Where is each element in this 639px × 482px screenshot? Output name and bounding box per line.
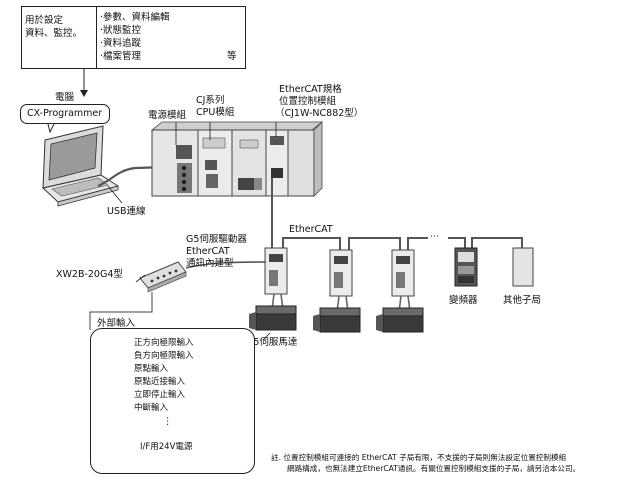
footnote-line-1: 註. 位置控制模組可連接的 EtherCAT 子局有限，不支援的子局則無法設定位…: [271, 453, 567, 462]
motion-unit-label: 位置控制模組: [279, 96, 337, 107]
external-input-box: [90, 328, 255, 474]
servo-drive-2: [329, 249, 353, 297]
purpose-line-1: 用於設定: [25, 15, 64, 26]
servo-drive-label-1: G5伺服驅動器: [186, 234, 247, 245]
purpose-item: ‧檔案管理: [100, 51, 142, 62]
purpose-line-2: 資料、監控。: [25, 28, 83, 39]
external-input-title: 外部輸入: [95, 318, 138, 330]
servo-motor-2: [313, 307, 361, 333]
other-slave-label: 其他子局: [503, 295, 542, 306]
terminal-block-label: XW2B-20G4型: [56, 269, 123, 280]
inverter-icon: [454, 247, 478, 287]
input-item: 立即停止輸入: [134, 390, 186, 400]
input-item: 原點輸入: [134, 364, 169, 374]
software-callout: CX-Programmer: [20, 104, 110, 124]
servo-drive-1: [264, 247, 288, 295]
servo-drive-label-2: EtherCAT: [186, 246, 230, 257]
input-item: 負方向極限輸入: [134, 351, 194, 361]
purpose-item: ‧資料追蹤: [100, 38, 142, 49]
cpu-unit-label: CPU模組: [196, 107, 235, 118]
network-ellipsis: ⋯: [430, 231, 441, 242]
servo-drive-label-3: 通訊內建型: [186, 258, 234, 269]
footnote-line-2: 網路構成，也無法建立EtherCAT通訊。有關位置控制模組支援的子局，請另洽本公…: [287, 464, 581, 473]
inverter-label: 變頻器: [449, 295, 478, 306]
input-item: 正方向極限輸入: [134, 338, 194, 348]
terminal-to-servo-cable: [185, 261, 267, 269]
cpu-series-label: CJ系列: [196, 95, 225, 106]
input-item: 中斷輸入: [134, 403, 169, 413]
usb-label: USB連線: [107, 206, 146, 217]
purpose-items-suffix: 等: [227, 51, 237, 62]
purpose-arrow: [80, 69, 88, 97]
servo-drive-3: [391, 249, 415, 297]
power-supply-label: I/F用24V電源: [140, 442, 193, 452]
purpose-item: ‧參數、資料編輯: [100, 12, 170, 23]
usb-leader-line: [107, 185, 123, 204]
purpose-item: ‧狀態監控: [100, 25, 142, 36]
external-input-wire: [89, 292, 153, 330]
motion-model-label: （CJ1W-NC882型）: [275, 108, 364, 119]
ethercat-network: [271, 178, 523, 254]
ethercat-label: EtherCAT: [289, 224, 333, 235]
servo-motor-1: [249, 305, 297, 331]
servo-motor-label: G5伺服馬達: [246, 337, 298, 348]
other-slave-box: [512, 247, 534, 287]
power-unit-label: 電源模組: [148, 110, 187, 121]
input-item: 原點近接輸入: [134, 377, 186, 387]
computer-label: 電腦: [55, 92, 75, 103]
laptop-icon: [41, 125, 120, 207]
motion-spec-label: EtherCAT規格: [279, 84, 342, 95]
pc-callout-pointer: [47, 123, 55, 134]
terminal-block-icon: [139, 261, 187, 293]
servo-motor-3: [376, 307, 424, 333]
software-name: CX-Programmer: [27, 108, 103, 119]
usb-cable: [97, 160, 202, 188]
purpose-box: 用於設定 資料、監控。 ‧參數、資料編輯 ‧狀態監控 ‧資料追蹤 ‧檔案管理 等: [21, 6, 246, 69]
purpose-description: 用於設定 資料、監控。: [22, 7, 97, 68]
plc-rack: [150, 121, 324, 197]
input-list-ellipsis: ⋮: [163, 416, 173, 427]
